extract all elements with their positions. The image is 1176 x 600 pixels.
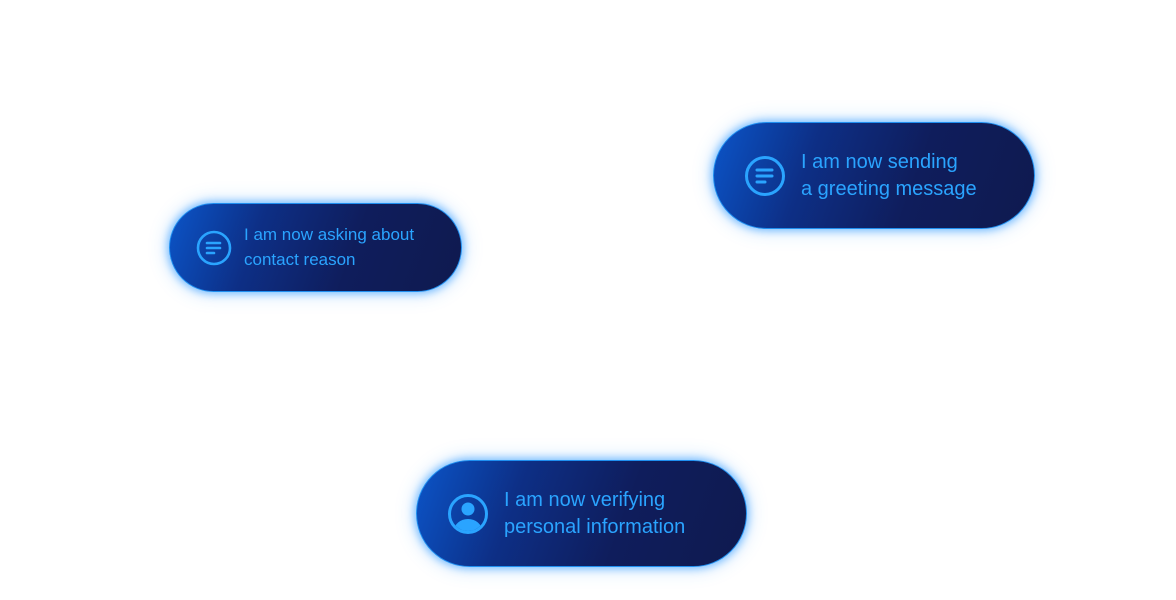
status-pill-line-1: I am now sending [801,151,958,174]
status-pill-line-1: I am now verifying [504,489,666,512]
user-circle-icon [446,492,490,536]
status-pill-text: I am now sending a greeting message [801,149,977,202]
status-pill-line-2: personal information [504,515,686,538]
status-pill-text: I am now asking about contact reason [244,223,414,271]
status-pill-line-2: contact reason [244,249,356,269]
status-pill-contact-reason: I am now asking about contact reason [169,203,462,292]
status-pill-line-1: I am now asking about [244,225,415,245]
status-pill-text: I am now verifying personal information [504,487,685,540]
status-pill-line-2: a greeting message [801,177,977,200]
status-pill-greeting-message: I am now sending a greeting message [713,122,1035,229]
message-lines-icon [743,154,787,198]
status-pill-personal-information: I am now verifying personal information [416,460,747,567]
message-lines-icon [195,229,233,267]
